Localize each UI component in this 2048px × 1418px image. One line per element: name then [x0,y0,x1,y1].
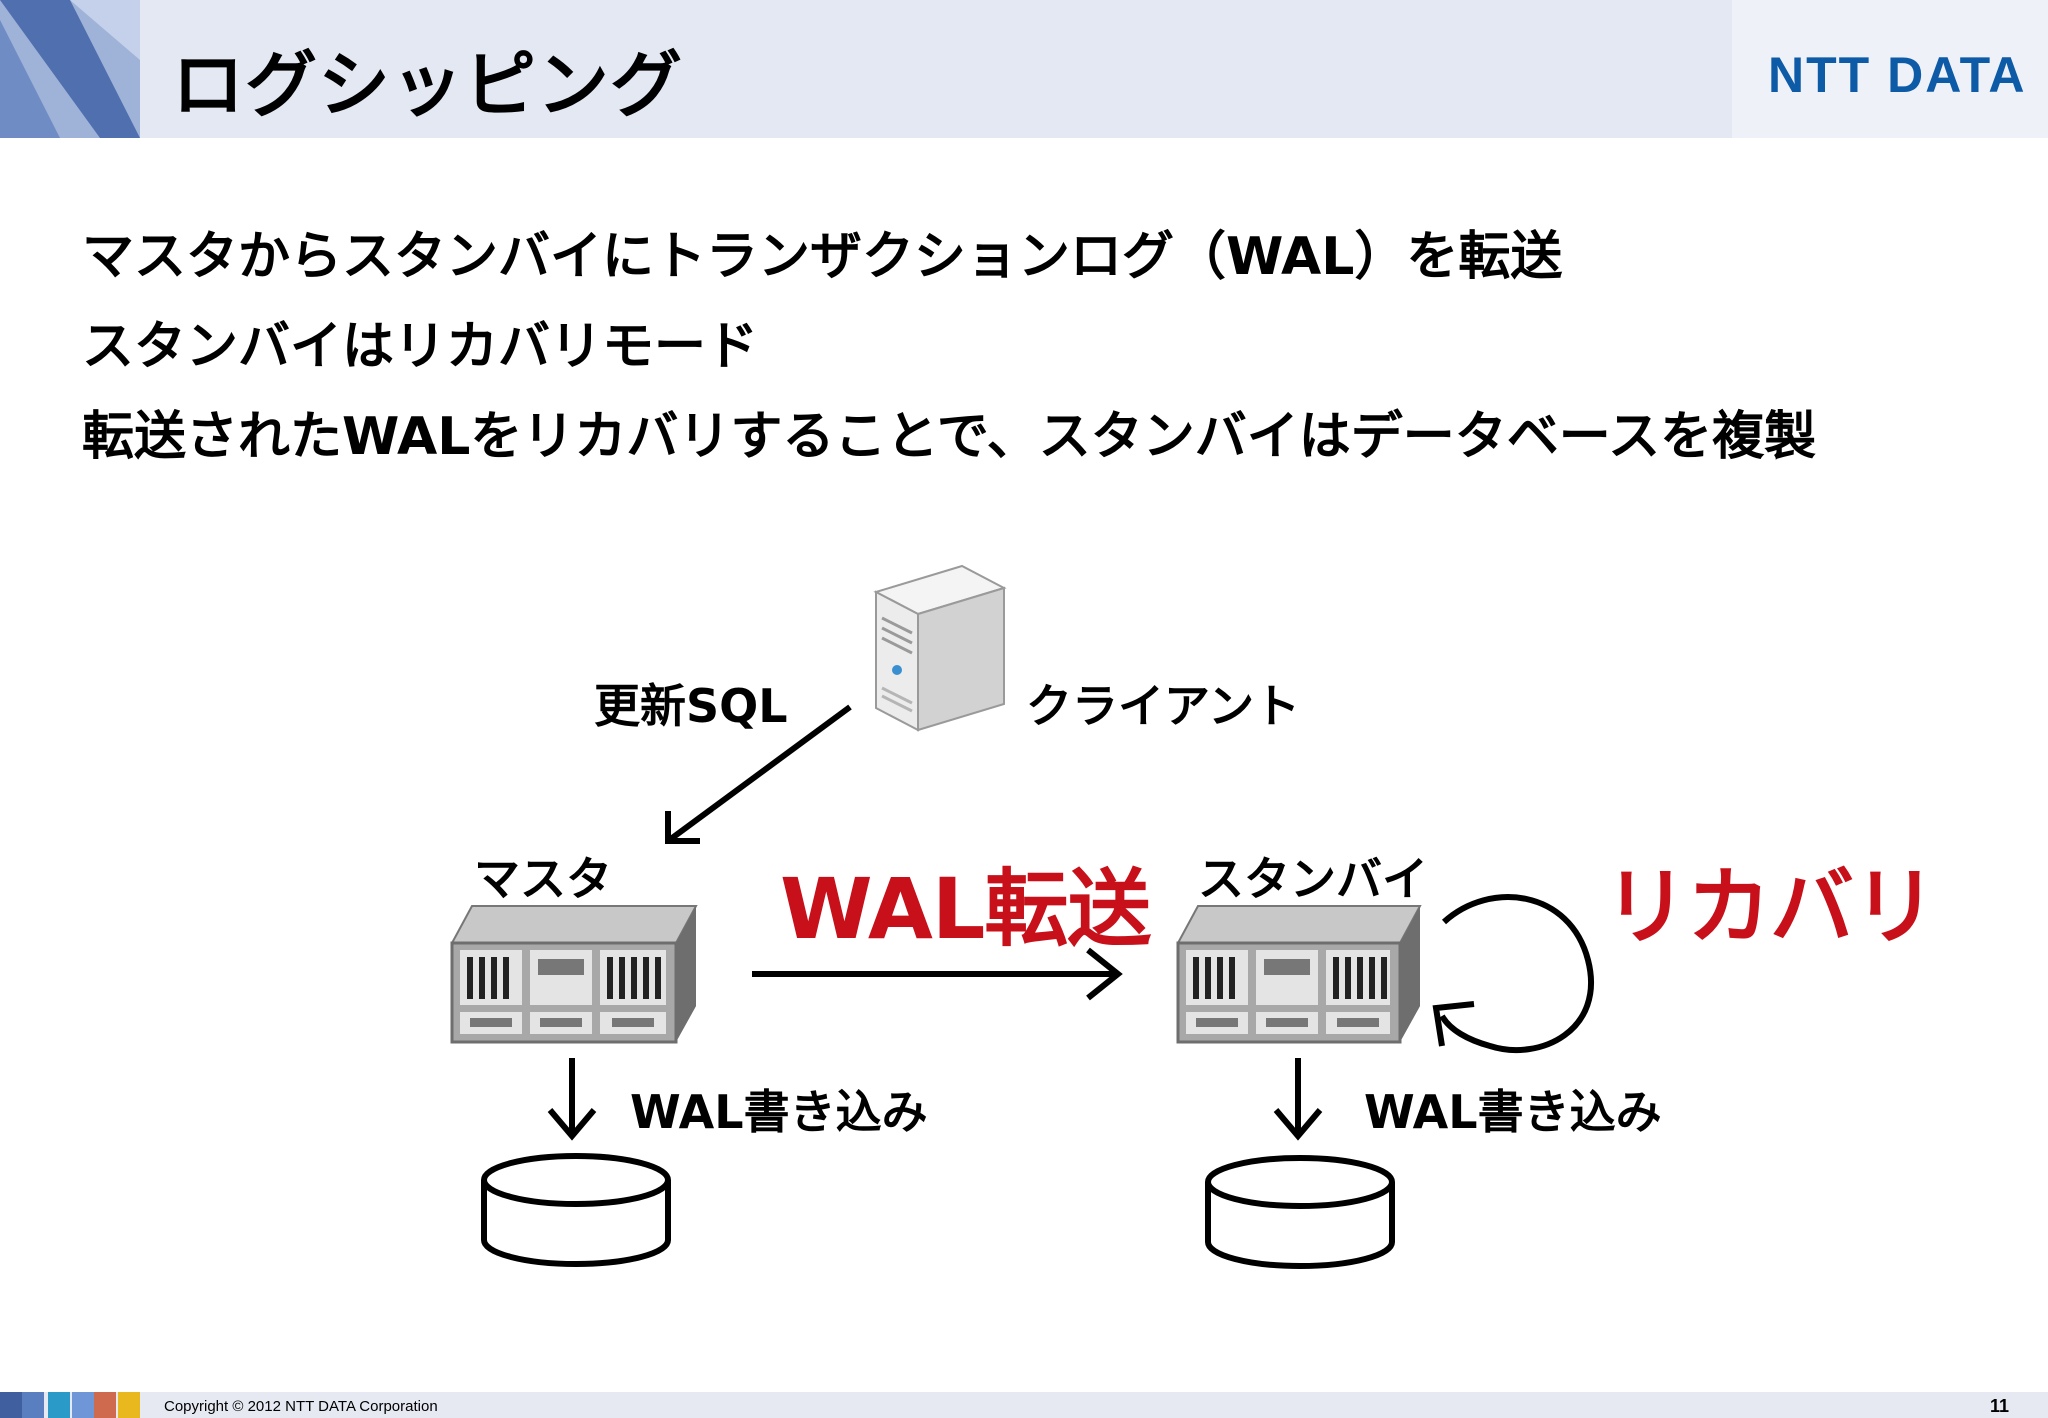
client-label: クライアント [1026,679,1301,733]
standby-write-arrow [1273,1058,1323,1141]
wal-transfer-arrow [752,947,1123,1001]
footer-color-block [94,1392,116,1418]
footer-color-block [22,1392,44,1418]
client-computer-icon [873,564,1007,732]
master-write-arrow [547,1058,597,1141]
bullet-list: マスタからスタンバイにトランザクションログ（WAL）を転送 スタンバイはリカバリ… [82,212,1982,482]
ntt-data-logo: NTT DATA [1768,47,2027,103]
sql-arrow [665,704,852,844]
standby-wal-write-label: WAL書き込み [1364,1085,1662,1139]
slide-header [0,0,2048,138]
page-number: 11 [1990,1396,2010,1416]
standby-database-icon [1205,1155,1395,1269]
footer-color-block [0,1392,22,1418]
recovery-loop-arrow [1432,894,1594,1053]
master-label: マスタ [474,852,612,906]
standby-server-icon [1176,905,1422,1044]
slide-title: ログシッピング [172,43,684,127]
slide-footer [0,1392,2048,1418]
copyright-text: Copyright © 2012 NTT DATA Corporation [164,1398,438,1415]
footer-color-block [118,1392,140,1418]
master-wal-write-label: WAL書き込み [630,1085,928,1139]
sql-label: 更新SQL [594,679,788,733]
logo-panel [1732,0,2048,138]
recovery-label: リカバリ [1604,858,1937,956]
master-database-icon [481,1153,671,1267]
footer-color-block [48,1392,70,1418]
wal-transfer-label: WAL転送 [780,860,1151,958]
footer-color-block [72,1392,94,1418]
bullet-item: スタンバイはリカバリモード [82,317,759,377]
header-decoration [0,0,140,138]
standby-label: スタンバイ [1198,852,1428,906]
bullet-item: マスタからスタンバイにトランザクションログ（WAL）を転送 [82,227,1563,287]
master-server-icon [450,905,698,1044]
bullet-item: 転送されたWALをリカバリすることで、スタンバイはデータベースを複製 [82,407,1817,467]
